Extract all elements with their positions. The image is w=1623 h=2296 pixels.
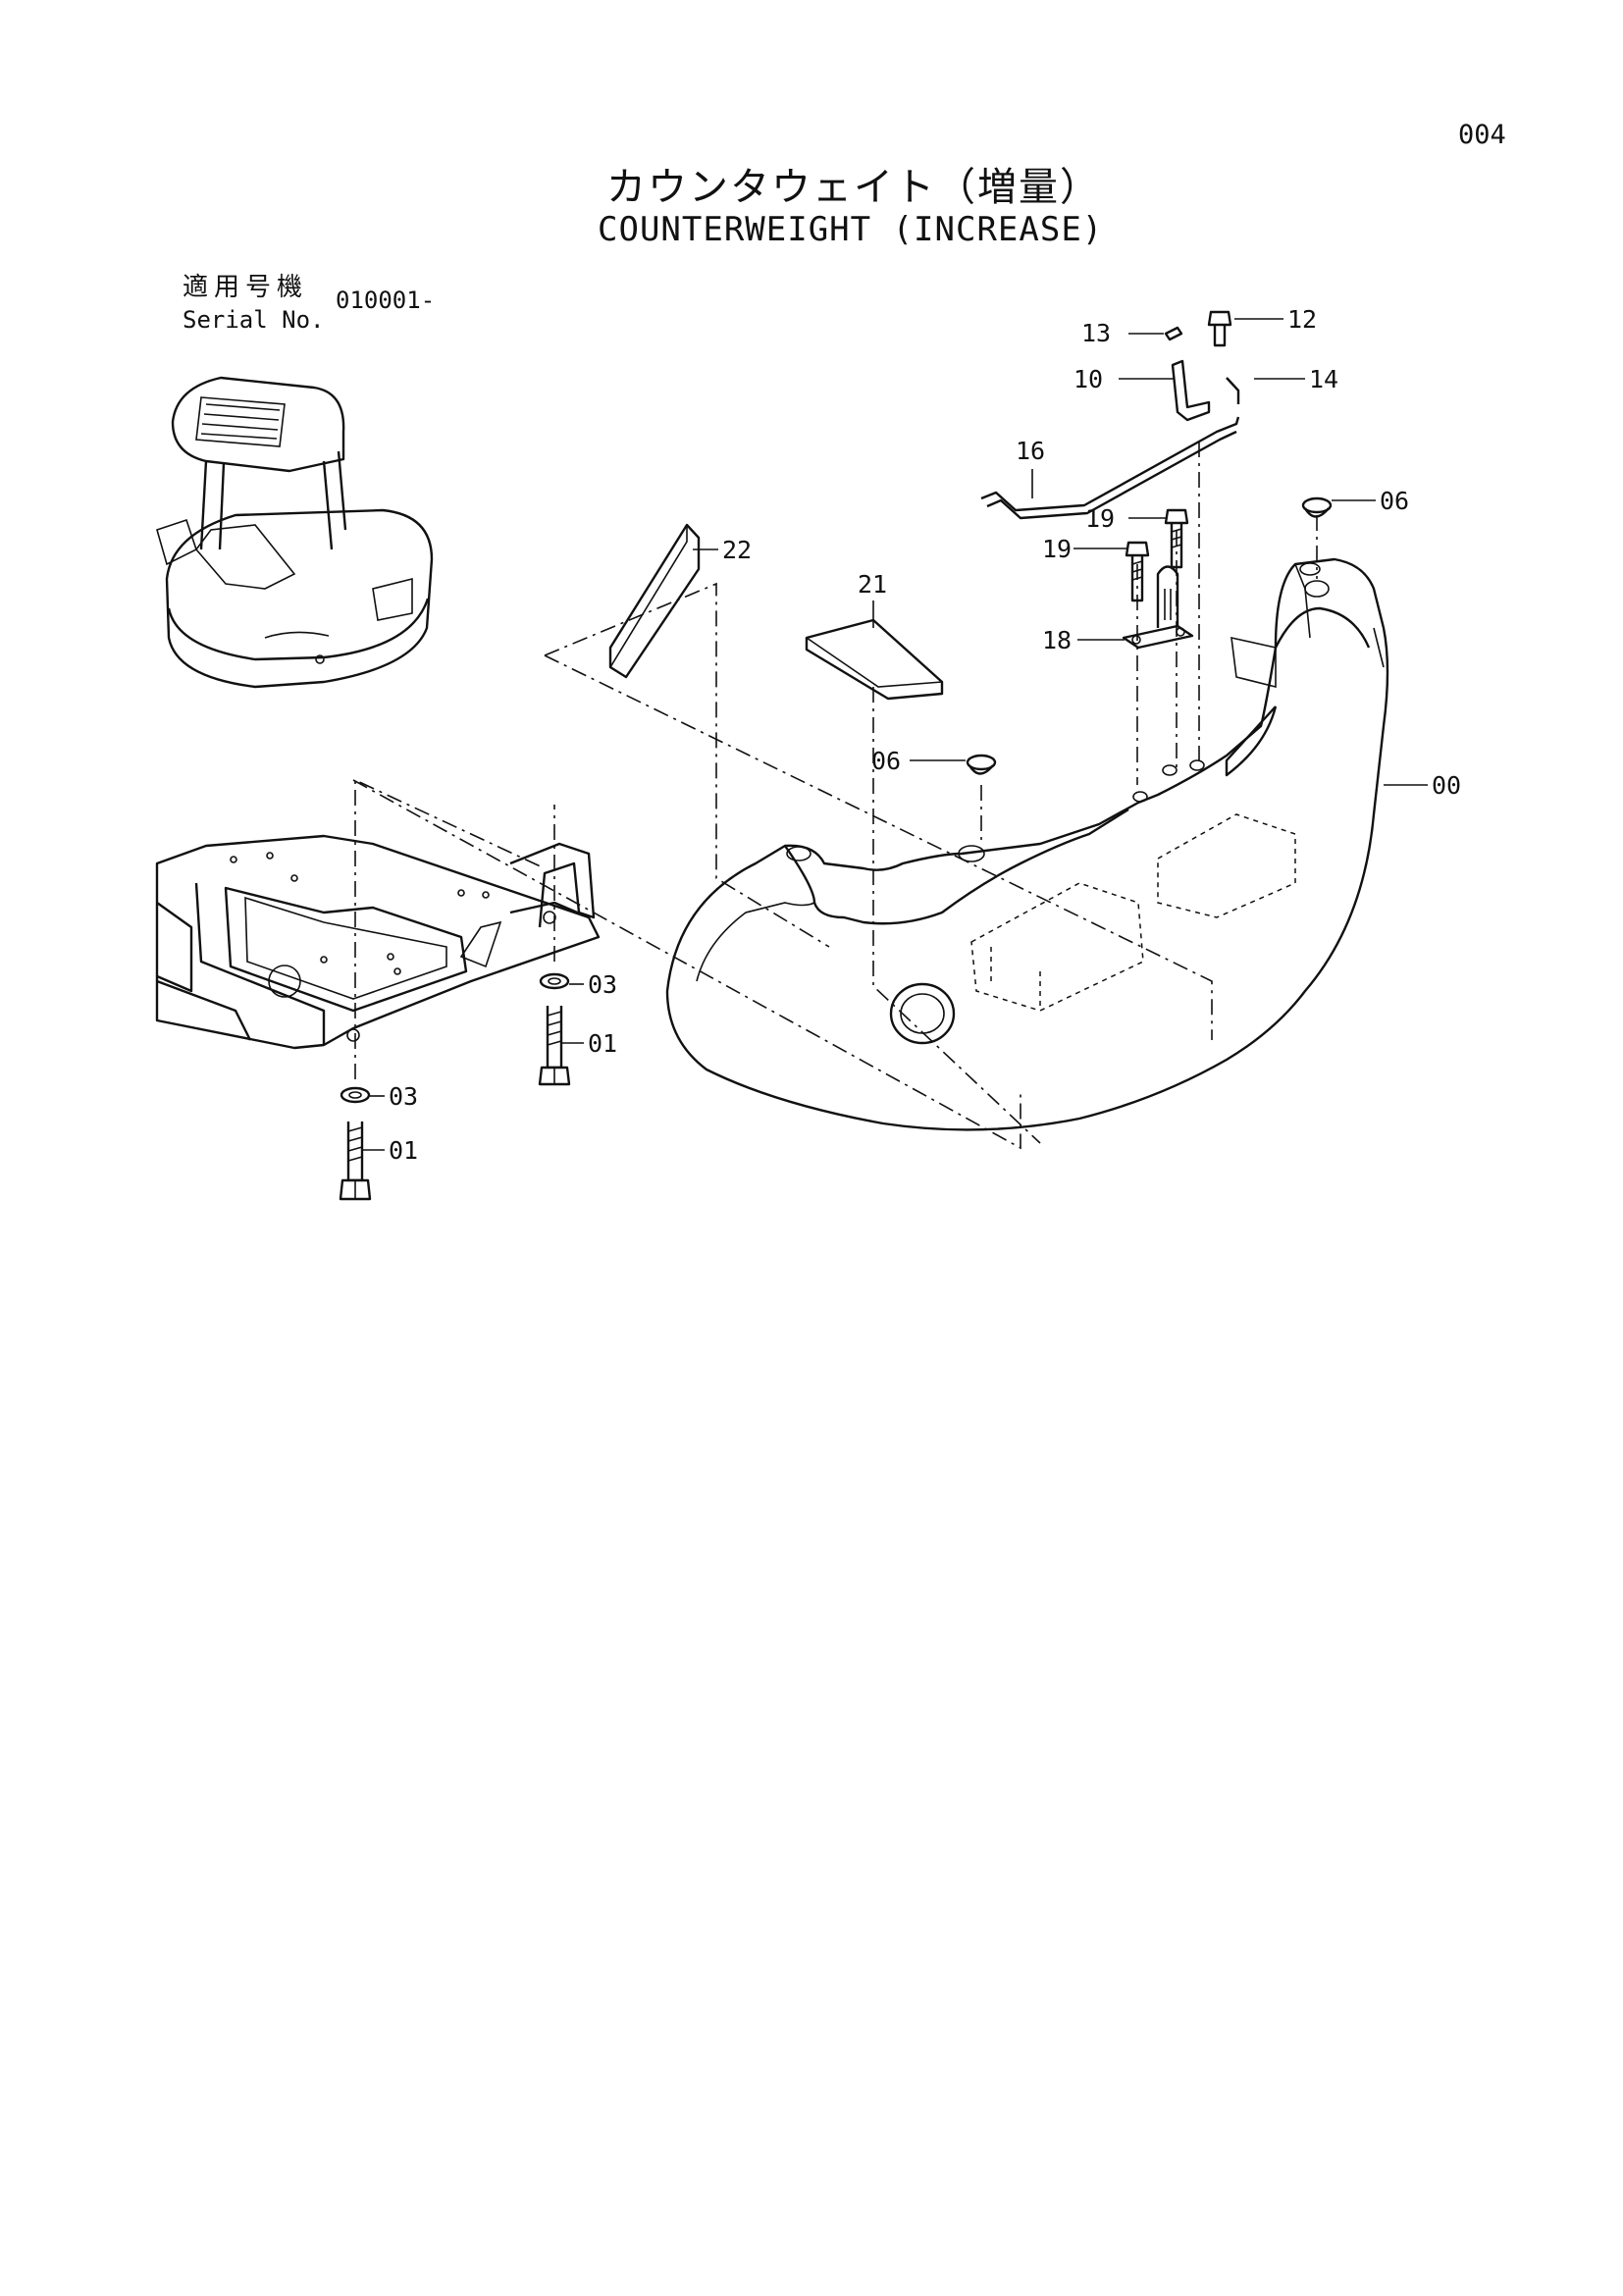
- callout-leaders: [362, 318, 1428, 1151]
- serial-label-english: Serial No.: [183, 306, 325, 334]
- callout-00: 00: [1432, 771, 1461, 800]
- cap-part-06-upper: [1301, 496, 1333, 518]
- callout-12: 12: [1287, 305, 1317, 334]
- callout-13: 13: [1081, 319, 1111, 347]
- callout-01-left: 01: [389, 1136, 418, 1165]
- title-english: COUNTERWEIGHT (INCREASE): [598, 210, 1104, 249]
- bracket-part-18: [1122, 565, 1194, 650]
- assembly-centerlines: [352, 442, 1318, 1150]
- callout-01-right: 01: [588, 1029, 617, 1058]
- plate-part-22: [608, 523, 701, 679]
- bolt-part-12: [1207, 310, 1232, 347]
- excavator-inset-illustration: [156, 376, 434, 689]
- callout-21: 21: [858, 570, 887, 599]
- washer-part-03-left: [340, 1086, 371, 1104]
- serial-number-value: 010001-: [336, 287, 436, 314]
- plate-part-21: [805, 618, 944, 701]
- serial-label-japanese: 適用号機: [183, 273, 309, 302]
- bracket-part-10: [1171, 359, 1211, 422]
- counterweight-part-00: [665, 557, 1389, 1131]
- clip-part-13: [1164, 326, 1183, 341]
- callout-06-upper: 06: [1380, 487, 1409, 515]
- callout-18: 18: [1042, 626, 1072, 654]
- callout-14: 14: [1309, 365, 1338, 393]
- rod-part-16: [980, 416, 1240, 520]
- callout-03-left: 03: [389, 1082, 418, 1111]
- washer-part-03-right: [539, 972, 570, 990]
- callout-labels: 12 13 10 14 16 06 19 19 22 21 18 06 00 0…: [389, 305, 1461, 1165]
- callout-16: 16: [1016, 437, 1045, 465]
- bolt-part-01-right: [538, 1006, 571, 1086]
- page-number: 004: [1458, 120, 1506, 150]
- upper-frame-illustration: [155, 834, 601, 1050]
- callout-19-right: 19: [1085, 504, 1115, 533]
- callout-19-left: 19: [1042, 535, 1072, 563]
- bolt-part-01-left: [339, 1122, 372, 1201]
- title-japanese: カウンタウェイト（増量）: [606, 165, 1101, 210]
- callout-22: 22: [722, 536, 752, 564]
- rod-part-14: [1226, 377, 1240, 404]
- callout-03-right: 03: [588, 970, 617, 999]
- cap-part-06-lower: [966, 754, 997, 775]
- callout-10: 10: [1073, 365, 1103, 393]
- callout-06-lower: 06: [871, 747, 901, 775]
